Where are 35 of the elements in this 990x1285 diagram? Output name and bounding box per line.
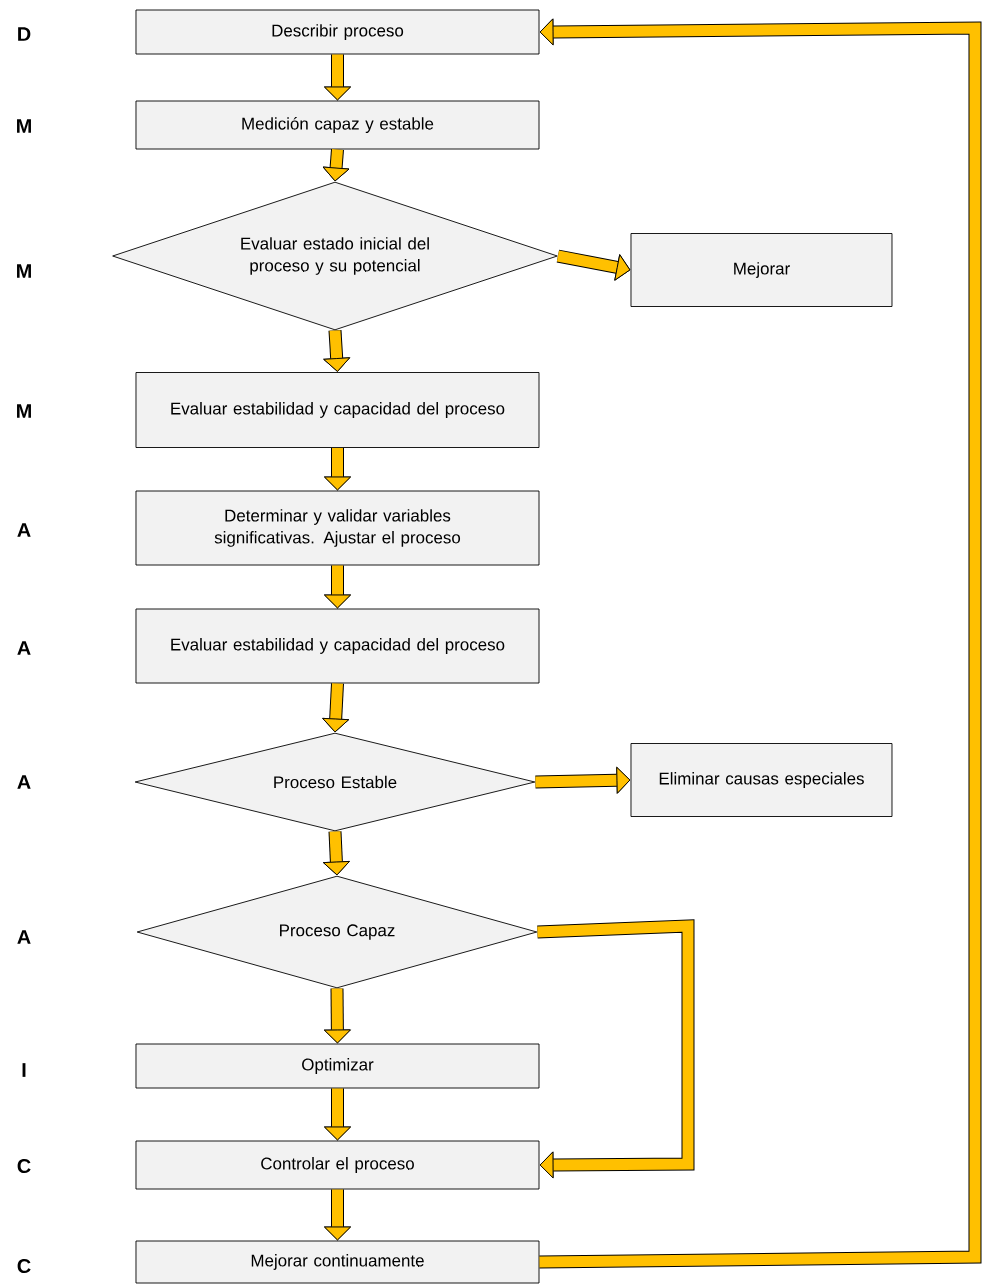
process-box: Mejorar (630, 233, 893, 307)
phase-letter: C (17, 1258, 31, 1274)
phase-letter: C (17, 1158, 31, 1174)
block-arrow (322, 148, 350, 182)
block-arrow (324, 1088, 351, 1141)
phase-letter: A (17, 641, 31, 655)
block-arrow (324, 447, 351, 491)
phase-letter: M (17, 264, 31, 278)
phase-letter: A (17, 523, 31, 537)
phase-letter: I (22, 1063, 26, 1077)
block-arrow (324, 1189, 351, 1241)
block-arrow (324, 565, 351, 609)
phase-letter: M (17, 119, 31, 133)
block-arrow (322, 683, 350, 733)
block-arrow (535, 766, 631, 794)
block-arrow (539, 18, 982, 1269)
block-arrow (537, 919, 695, 1179)
process-box: Describir proceso (135, 9, 540, 55)
phase-letter: D (18, 27, 31, 41)
process-box: Optimizar (135, 1043, 540, 1089)
block-arrow (323, 988, 351, 1044)
process-box: Determinar y validar variables significativas. Ajustar el proceso (135, 490, 540, 566)
block-arrow (556, 249, 631, 281)
process-box: Mejorar continuamente (135, 1240, 540, 1284)
process-box: Evaluar estabilidad y capacidad del proceso (135, 372, 540, 448)
phase-letter: A (17, 775, 31, 789)
process-box: Eliminar causas especiales (630, 743, 893, 817)
phase-letter: A (17, 930, 31, 944)
block-arrow (324, 54, 351, 101)
process-box: Evaluar estabilidad y capacidad del proceso (135, 608, 540, 684)
phase-letter: M (17, 404, 31, 418)
block-arrow (323, 330, 351, 372)
process-box: Medición capaz y estable (135, 100, 540, 150)
process-box: Controlar el proceso (135, 1140, 540, 1190)
block-arrow (322, 831, 350, 876)
